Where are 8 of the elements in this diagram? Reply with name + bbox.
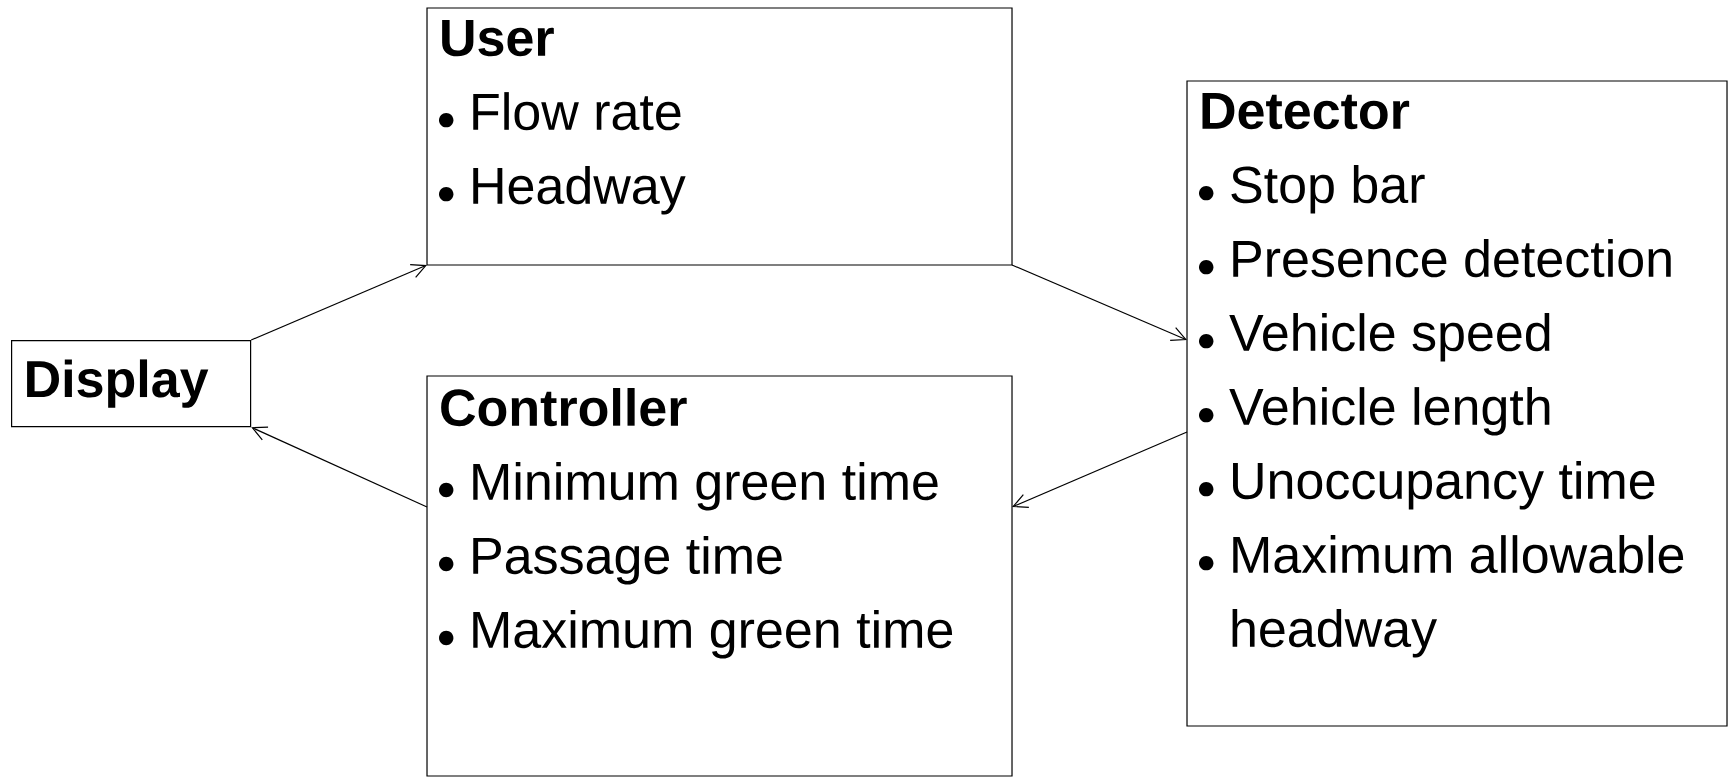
box: Display	[11, 340, 252, 428]
box: User Flow rate Headway	[426, 7, 1013, 266]
arrow	[250, 264, 427, 341]
arrow	[1012, 431, 1188, 508]
box: Controller Minimum green time Passage time Maximum green time	[426, 375, 1013, 777]
arrow	[1011, 264, 1187, 341]
box: Detector Stop bar Presence detection Vehicle speed Vehicle length Unoccupancy time Maximum allowable headway	[1186, 80, 1728, 727]
arrow	[251, 426, 428, 508]
